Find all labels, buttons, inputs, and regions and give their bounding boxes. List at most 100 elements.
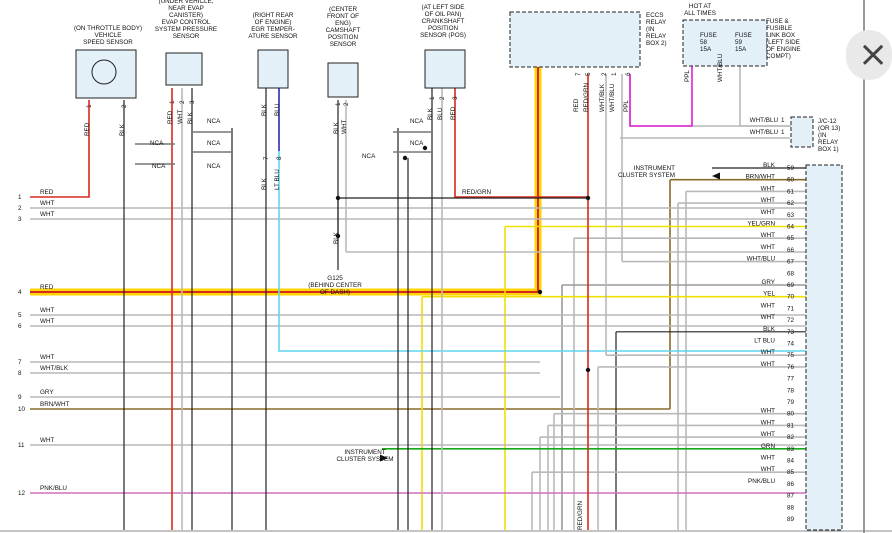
- nca-label: NCA: [150, 140, 164, 147]
- connector-pin-color: WHT/BLU: [747, 256, 776, 263]
- row-number: 9: [18, 394, 22, 401]
- vss-pin-num: 2: [121, 104, 128, 108]
- fuse-pin-color: PPL: [684, 70, 691, 82]
- eccs-label-line: RELAY: [646, 19, 667, 26]
- row-color: GRY: [40, 389, 54, 396]
- eccs-pin-num: 2: [601, 72, 608, 76]
- row-color: BRN/WHT: [40, 401, 70, 408]
- instrument-cluster-label-top-line: CLUSTER SYSTEM: [618, 172, 675, 179]
- connector-pin-num: 70: [787, 294, 795, 301]
- connector-pin-color: PNK/BLU: [748, 478, 775, 485]
- fuse58-label-line: FUSE: [700, 32, 717, 39]
- connector-pin-num: 86: [787, 481, 795, 488]
- eccs-label-line: RELAY: [646, 33, 667, 40]
- connector-pin-color: WHT: [761, 232, 775, 239]
- wire-lt-blu: [278, 151, 806, 352]
- row-number: 6: [18, 323, 22, 330]
- connector-pin-num: 65: [787, 235, 795, 242]
- hot-label-line: ALL TIMES: [684, 10, 716, 17]
- row-color: RED: [40, 284, 54, 291]
- arrow-left-icon: [712, 172, 720, 180]
- evap-pin-num: 2: [179, 100, 186, 104]
- vss-label-line: VEHICLE: [95, 32, 122, 39]
- jc-pin-num: 1: [781, 117, 785, 124]
- splice-dot: [402, 155, 408, 161]
- connector-pin-num: 83: [787, 446, 795, 453]
- cmp-label-line: POSITION: [328, 34, 359, 41]
- connector-pin-color: WHT: [761, 209, 775, 216]
- nca-label: NCA: [152, 163, 166, 170]
- row-color: WHT: [40, 200, 54, 207]
- connector-pin-num: 74: [787, 341, 795, 348]
- fuse-box-label-line: FUSIBLE: [766, 25, 792, 32]
- connector-pin-num: 71: [787, 305, 795, 312]
- fuse59-label-line: 59: [735, 39, 743, 46]
- egr_top-pin-color: BLU: [274, 103, 281, 116]
- egr-label-line: OF ENGINE): [255, 19, 292, 26]
- eccs-pin-color: RED: [573, 98, 580, 112]
- wire-ppl: [629, 56, 693, 127]
- ground-wire-label: BLK: [333, 231, 340, 244]
- fuse-box-label-line: COMPT): [766, 53, 791, 60]
- eccs-relay: [509, 11, 641, 68]
- wire-ckp-red: [454, 88, 588, 198]
- eccs-label-line: (IN: [646, 26, 655, 33]
- evap-pin-num: 3: [189, 100, 196, 104]
- eccs-label-line: BOX 2): [646, 40, 667, 47]
- egr_top-pin-color: BLK: [261, 103, 268, 116]
- eccs-pin-color: RED/GRN: [583, 83, 590, 112]
- g125-label-line: (BEHIND CENTER: [308, 282, 362, 289]
- egr-pin-num: 7: [263, 156, 270, 160]
- jc12-label-line: BOX 1): [818, 146, 839, 153]
- close-button[interactable]: ×: [846, 30, 892, 80]
- ckp-label-line: (AT LEFT SIDE: [421, 4, 464, 11]
- eccs-pin-color: PPL: [623, 100, 630, 112]
- connector-pin-color: WHT: [761, 408, 775, 415]
- connector-pin-num: 63: [787, 212, 795, 219]
- cmp-label-line: ENG): [335, 20, 351, 27]
- jc12-label-line: (OR 13): [818, 125, 840, 132]
- connector-pin-color: WHT: [761, 314, 775, 321]
- connector-pin-color: BLK: [763, 326, 776, 333]
- evap-label-line: (UNDER VEHICLE,: [159, 0, 214, 5]
- egr-sensor: [257, 49, 289, 89]
- evap-label-line: NEAR EVAP: [168, 5, 204, 12]
- egr-label-line: EGR TEMPER-: [251, 26, 295, 33]
- vss-pin-num: 1: [86, 104, 93, 108]
- instrument-cluster-label-bottom-line: CLUSTER SYSTEM: [336, 456, 393, 463]
- eccs-label-line: ECCS: [646, 12, 664, 19]
- cmp-label-line: CAMSHAFT: [326, 27, 361, 34]
- connector-pin-num: 75: [787, 352, 795, 359]
- splice-dot: [537, 289, 543, 295]
- fuse-box-label-line: FUSE &: [766, 18, 790, 25]
- row-color: PNK/BLU: [40, 485, 67, 492]
- connector-pin-color: YEL: [763, 291, 775, 298]
- jc12-label-line: J/C-12: [818, 118, 837, 125]
- jc-pin-color: WHT/BLU: [750, 117, 779, 124]
- ckp-pin-color: BLK: [427, 107, 434, 120]
- connector-pin-color: WHT: [761, 244, 775, 251]
- evap-pin-color: BLK: [187, 111, 194, 124]
- connector-pin-num: 78: [787, 387, 795, 394]
- vss-pin-color: BLK: [119, 123, 126, 136]
- connector-pin-color: WHT: [761, 431, 775, 438]
- vss-label-line: (ON THROTTLE BODY): [74, 25, 142, 32]
- egr-label-line: ATURE SENSOR: [248, 33, 298, 40]
- eccs-pin-num: 1: [611, 72, 618, 76]
- g125-label-line: OF DASH): [320, 289, 350, 296]
- wires-layer: [30, 56, 806, 530]
- camshaft-sensor: [327, 62, 359, 98]
- connector-pin-color: BRN/WHT: [746, 174, 776, 181]
- cmp-label-line: (CENTER: [329, 6, 357, 13]
- ckp-label-line: OF OIL PAN): [425, 11, 462, 18]
- red-grn-label: RED/GRN: [462, 189, 491, 196]
